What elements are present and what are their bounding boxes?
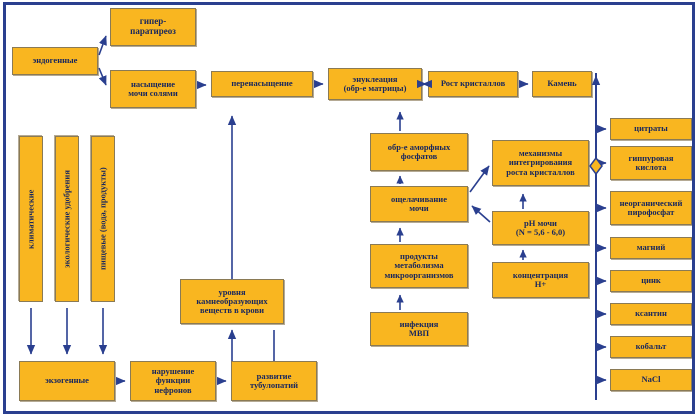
node-label: климатические [25, 189, 36, 249]
node-label: цинк [641, 275, 661, 286]
node-kamen[interactable]: Камень [532, 71, 592, 97]
node-ph_mochi[interactable]: рН мочи(N = 5,6 - 6,0) [492, 211, 589, 245]
node-label: пищевые (вода, продукты) [97, 167, 108, 271]
arrow-ph-to-oshchelachivanie [471, 205, 491, 223]
node-klimaticheskie[interactable]: климатические [19, 136, 43, 302]
arrow-endogennye-to-nasyshchenie [98, 67, 107, 86]
node-ekzogennye[interactable]: экзогенные [19, 361, 115, 401]
node-label: гипер-паратиреоз [130, 16, 176, 36]
node-giperparatireoz[interactable]: гипер-паратиреоз [110, 8, 196, 46]
node-ksantin[interactable]: ксантин [610, 303, 692, 325]
arrow-oshchelachivanie-to-mehanizmy [469, 165, 490, 193]
node-nacl[interactable]: NaCl [610, 369, 692, 391]
node-rost_kristallov[interactable]: Рост кристаллов [428, 71, 518, 97]
node-citraty[interactable]: цитраты [610, 118, 692, 140]
node-label: энуклеация(обр-е матрицы) [343, 73, 407, 93]
node-label: экологические удобрения [61, 170, 72, 268]
node-kobalt[interactable]: кобальт [610, 336, 692, 358]
node-ekologicheskie[interactable]: экологические удобрения [55, 136, 79, 302]
node-enukleaciya[interactable]: энуклеация(обр-е матрицы) [328, 68, 422, 100]
node-label: магний [636, 242, 666, 253]
node-label: кобальт [635, 341, 667, 352]
node-label: рН мочи(N = 5,6 - 6,0) [515, 217, 566, 237]
node-label: перенасыщение [231, 78, 293, 89]
node-label: Рост кристаллов [440, 78, 506, 89]
node-magniy[interactable]: магний [610, 237, 692, 259]
node-label: экзогенные [45, 375, 89, 386]
node-label: Камень [547, 78, 577, 89]
arrow-endogennye-to-giperparatireoz [98, 35, 107, 56]
node-label: эндогенные [32, 55, 78, 66]
node-pishchevye[interactable]: пищевые (вода, продукты) [91, 136, 115, 302]
node-label: ксантин [635, 308, 667, 319]
node-endogennye[interactable]: эндогенные [12, 47, 98, 75]
node-label: цитраты [634, 123, 668, 134]
diamond-connector [589, 156, 603, 176]
node-label: NaCl [641, 374, 661, 385]
node-cink[interactable]: цинк [610, 270, 692, 292]
node-perenasyshchenie[interactable]: перенасыщение [211, 71, 313, 97]
